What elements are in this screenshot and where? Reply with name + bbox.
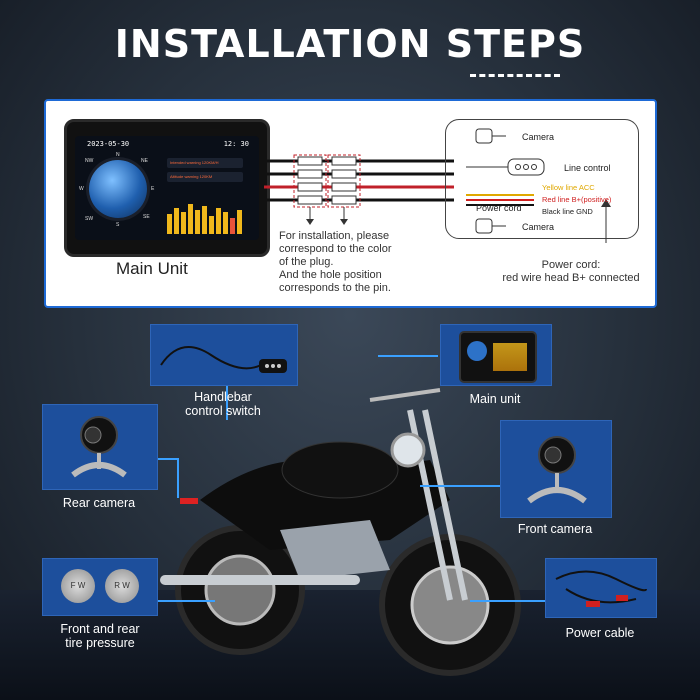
compass-w: W: [79, 186, 84, 192]
front-tire-sensor-icon: F W: [61, 569, 95, 603]
compass-se: SE: [143, 214, 150, 220]
rear-camera-icon: [71, 416, 127, 478]
handlebar-switch-caption: Handlebar control switch: [185, 390, 261, 418]
connector-line: [155, 458, 177, 460]
power-cable-caption: Power cable: [565, 626, 635, 640]
connector-line: [155, 600, 215, 602]
camera-top-label: Camera: [522, 132, 555, 142]
compass-s: S: [116, 222, 120, 228]
control-switch-icon: [160, 346, 287, 373]
rear-tire-sensor-icon: R W: [105, 569, 139, 603]
handlebar-switch-panel: [150, 324, 298, 386]
page-title: INSTALLATION STEPS: [114, 22, 586, 66]
globe-icon: [89, 160, 147, 218]
wiring-box: [445, 119, 639, 239]
install-note: For installation, please correspond to t…: [279, 230, 392, 294]
compass-e: E: [151, 186, 155, 192]
level-bars: [167, 200, 247, 234]
main-unit-panel: [440, 324, 552, 386]
connector-line: [226, 380, 228, 420]
front-camera-panel: [500, 420, 612, 518]
main-unit-caption: Main Unit: [116, 259, 188, 278]
power-cable-panel: [545, 558, 657, 618]
connector-line: [378, 355, 438, 357]
screen-time: 12: 30: [223, 140, 249, 148]
title-underline: [470, 74, 560, 80]
wiring-diagram: 2023-05-30 12: 30 N NE E SE S SW W NW In…: [44, 99, 657, 308]
wiring-icons: [466, 128, 611, 243]
tire-pressure-caption: Front and rear tire pressure: [60, 622, 140, 650]
black-line-label: Black line GND: [542, 207, 593, 216]
compass-ne: NE: [141, 158, 148, 164]
compass-n: N: [116, 152, 120, 158]
rear-camera-panel: [42, 404, 158, 490]
connector-line: [470, 600, 545, 602]
front-camera-caption: Front camera: [517, 522, 593, 536]
compass-sw: SW: [85, 216, 94, 222]
yellow-line-label: Yellow line ACC: [542, 183, 595, 192]
power-cable-icon: [555, 570, 647, 607]
compass-nw: NW: [85, 158, 94, 164]
wire-connectors: [264, 154, 454, 225]
main-unit-thumb: [459, 331, 537, 383]
rear-camera-caption: Rear camera: [62, 496, 136, 510]
connector-line: [420, 485, 500, 487]
power-cord-note: Power cord: red wire head B+ connected: [502, 259, 640, 284]
motorcycle-image: [160, 388, 521, 676]
red-line-label: Red line B+(positive): [542, 195, 612, 204]
front-camera-icon: [527, 436, 587, 504]
tire-pressure-panel: F W R W: [42, 558, 158, 616]
speed-warning-row: Intended warning 120KM/H: [167, 158, 243, 168]
screen-date: 2023-05-30: [87, 140, 130, 148]
camera-bottom-label: Camera: [522, 222, 555, 232]
connector-line: [177, 458, 179, 498]
altitude-warning-row: Altitude warning 120KM: [167, 172, 243, 182]
line-control-label: Line control: [564, 163, 611, 173]
main-unit-screen: 2023-05-30 12: 30 N NE E SE S SW W NW In…: [64, 119, 270, 257]
power-cord-label: Power cord: [476, 203, 522, 213]
main-unit-part-caption: Main unit: [469, 392, 521, 406]
